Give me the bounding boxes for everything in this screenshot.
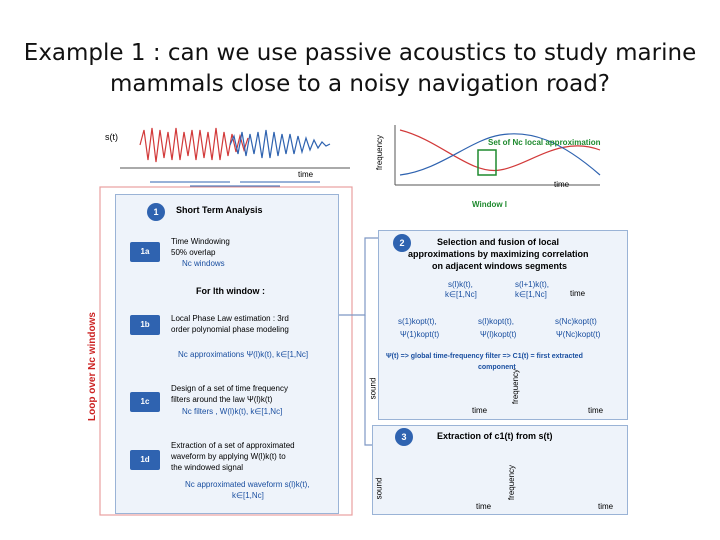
step2-kopt-a1: s(1)kopt(t), bbox=[398, 317, 437, 326]
step1b-note: Nc approximations Ψ(l)k(t), k∈[1,Nc] bbox=[178, 350, 309, 359]
tf-ylabel: frequency bbox=[375, 134, 385, 171]
step1d-line3: the windowed signal bbox=[171, 463, 244, 472]
step1d-line2: waveform by applying W(l)k(t) to bbox=[171, 452, 286, 461]
loop-label: Loop over Nc windows bbox=[86, 312, 98, 421]
step1c-note: Nc filters , W(l)k(t), k∈[1,Nc] bbox=[182, 407, 283, 416]
signal-xlabel: time bbox=[298, 170, 314, 179]
slide-title-line1: Example 1 : can we use passive acoustics… bbox=[23, 40, 697, 66]
step1-title: Short Term Analysis bbox=[176, 205, 263, 215]
step2-kopt-b2: Ψ(l)kopt(t) bbox=[480, 330, 517, 339]
signal-wave-red bbox=[139, 127, 249, 163]
slide-title: Example 1 : can we use passive acoustics… bbox=[20, 38, 700, 100]
step2-plot-freq: frequency bbox=[511, 368, 521, 405]
step1a-line1: Time Windowing bbox=[171, 237, 230, 246]
connector-1-2 bbox=[335, 237, 385, 316]
step2-title-line3: on adjacent windows segments bbox=[432, 261, 568, 271]
step2-kopt-c2: Ψ(Nc)kopt(t) bbox=[556, 330, 601, 339]
step1b-line1: Local Phase Law estimation : 3rd bbox=[171, 314, 289, 323]
step2-panel bbox=[378, 230, 628, 420]
step1c-line1: Design of a set of time frequency bbox=[171, 384, 288, 393]
step2-win-label1: s(l)k(t), bbox=[448, 280, 473, 289]
tf-curve-blue bbox=[399, 133, 601, 176]
step2-time-label: time bbox=[570, 289, 586, 298]
step2-result-line2: component bbox=[478, 364, 516, 371]
tf-window-box bbox=[477, 149, 497, 176]
step3-time1: time bbox=[476, 502, 492, 511]
step2-number: 2 bbox=[393, 234, 411, 252]
step2-kopt-a2: Ψ(1)kopt(t) bbox=[400, 330, 440, 339]
step2-title-line1: Selection and fusion of local bbox=[437, 237, 560, 247]
step2-result-line1: Ψ(t) => global time-frequency filter => … bbox=[386, 353, 583, 360]
step1b-tag: 1b bbox=[130, 315, 160, 335]
step2-win-label4: k∈[1,Nc] bbox=[515, 290, 547, 299]
signal-ylabel: s(t) bbox=[105, 132, 118, 142]
step1a-line3: Nc windows bbox=[182, 259, 225, 268]
slide-title-line2: mammals close to a noisy navigation road… bbox=[109, 71, 611, 97]
step3-panel bbox=[372, 425, 628, 515]
step1-number: 1 bbox=[147, 203, 165, 221]
step1d-tag: 1d bbox=[130, 450, 160, 470]
step2-kopt-b1: s(l)kopt(t), bbox=[478, 317, 514, 326]
step2-title-line2: approximations by maximizing correlation bbox=[408, 249, 589, 259]
step3-freq: frequency bbox=[507, 464, 517, 501]
step1d-line1: Extraction of a set of approximated bbox=[171, 441, 295, 450]
tf-xlabel: time bbox=[554, 180, 570, 189]
step3-time2: time bbox=[598, 502, 614, 511]
tf-set-label: Set of Nc local approximation bbox=[488, 138, 601, 147]
signal-wave-blue bbox=[229, 129, 331, 159]
tf-curve-red bbox=[399, 129, 601, 172]
step2-win-label3: s(l+1)k(t), bbox=[515, 280, 549, 289]
step2-kopt-c1: s(Nc)kopt(t) bbox=[555, 317, 597, 326]
step2-plot-time2: time bbox=[588, 406, 604, 415]
step1-for-window: For lth window : bbox=[196, 286, 265, 296]
step3-sound: sound bbox=[374, 477, 384, 500]
step1c-line2: filters around the law Ψ(l)k(t) bbox=[171, 395, 273, 404]
step2-plot-sound: sound bbox=[368, 377, 378, 400]
step1a-line2: 50% overlap bbox=[171, 248, 216, 257]
step1a-tag: 1a bbox=[130, 242, 160, 262]
step1d-note1: Nc approximated waveform s(l)k(t), bbox=[185, 480, 310, 489]
step2-win-label2: k∈[1,Nc] bbox=[445, 290, 477, 299]
tf-window-label: Window l bbox=[472, 200, 508, 209]
step1b-line2: order polynomial phase modeling bbox=[171, 325, 289, 334]
step3-title: Extraction of c1(t) from s(t) bbox=[437, 431, 553, 441]
step2-plot-time1: time bbox=[472, 406, 488, 415]
step3-number: 3 bbox=[395, 428, 413, 446]
step1d-note2: k∈[1,Nc] bbox=[232, 491, 264, 500]
step1c-tag: 1c bbox=[130, 392, 160, 412]
outer-frame bbox=[99, 186, 353, 516]
